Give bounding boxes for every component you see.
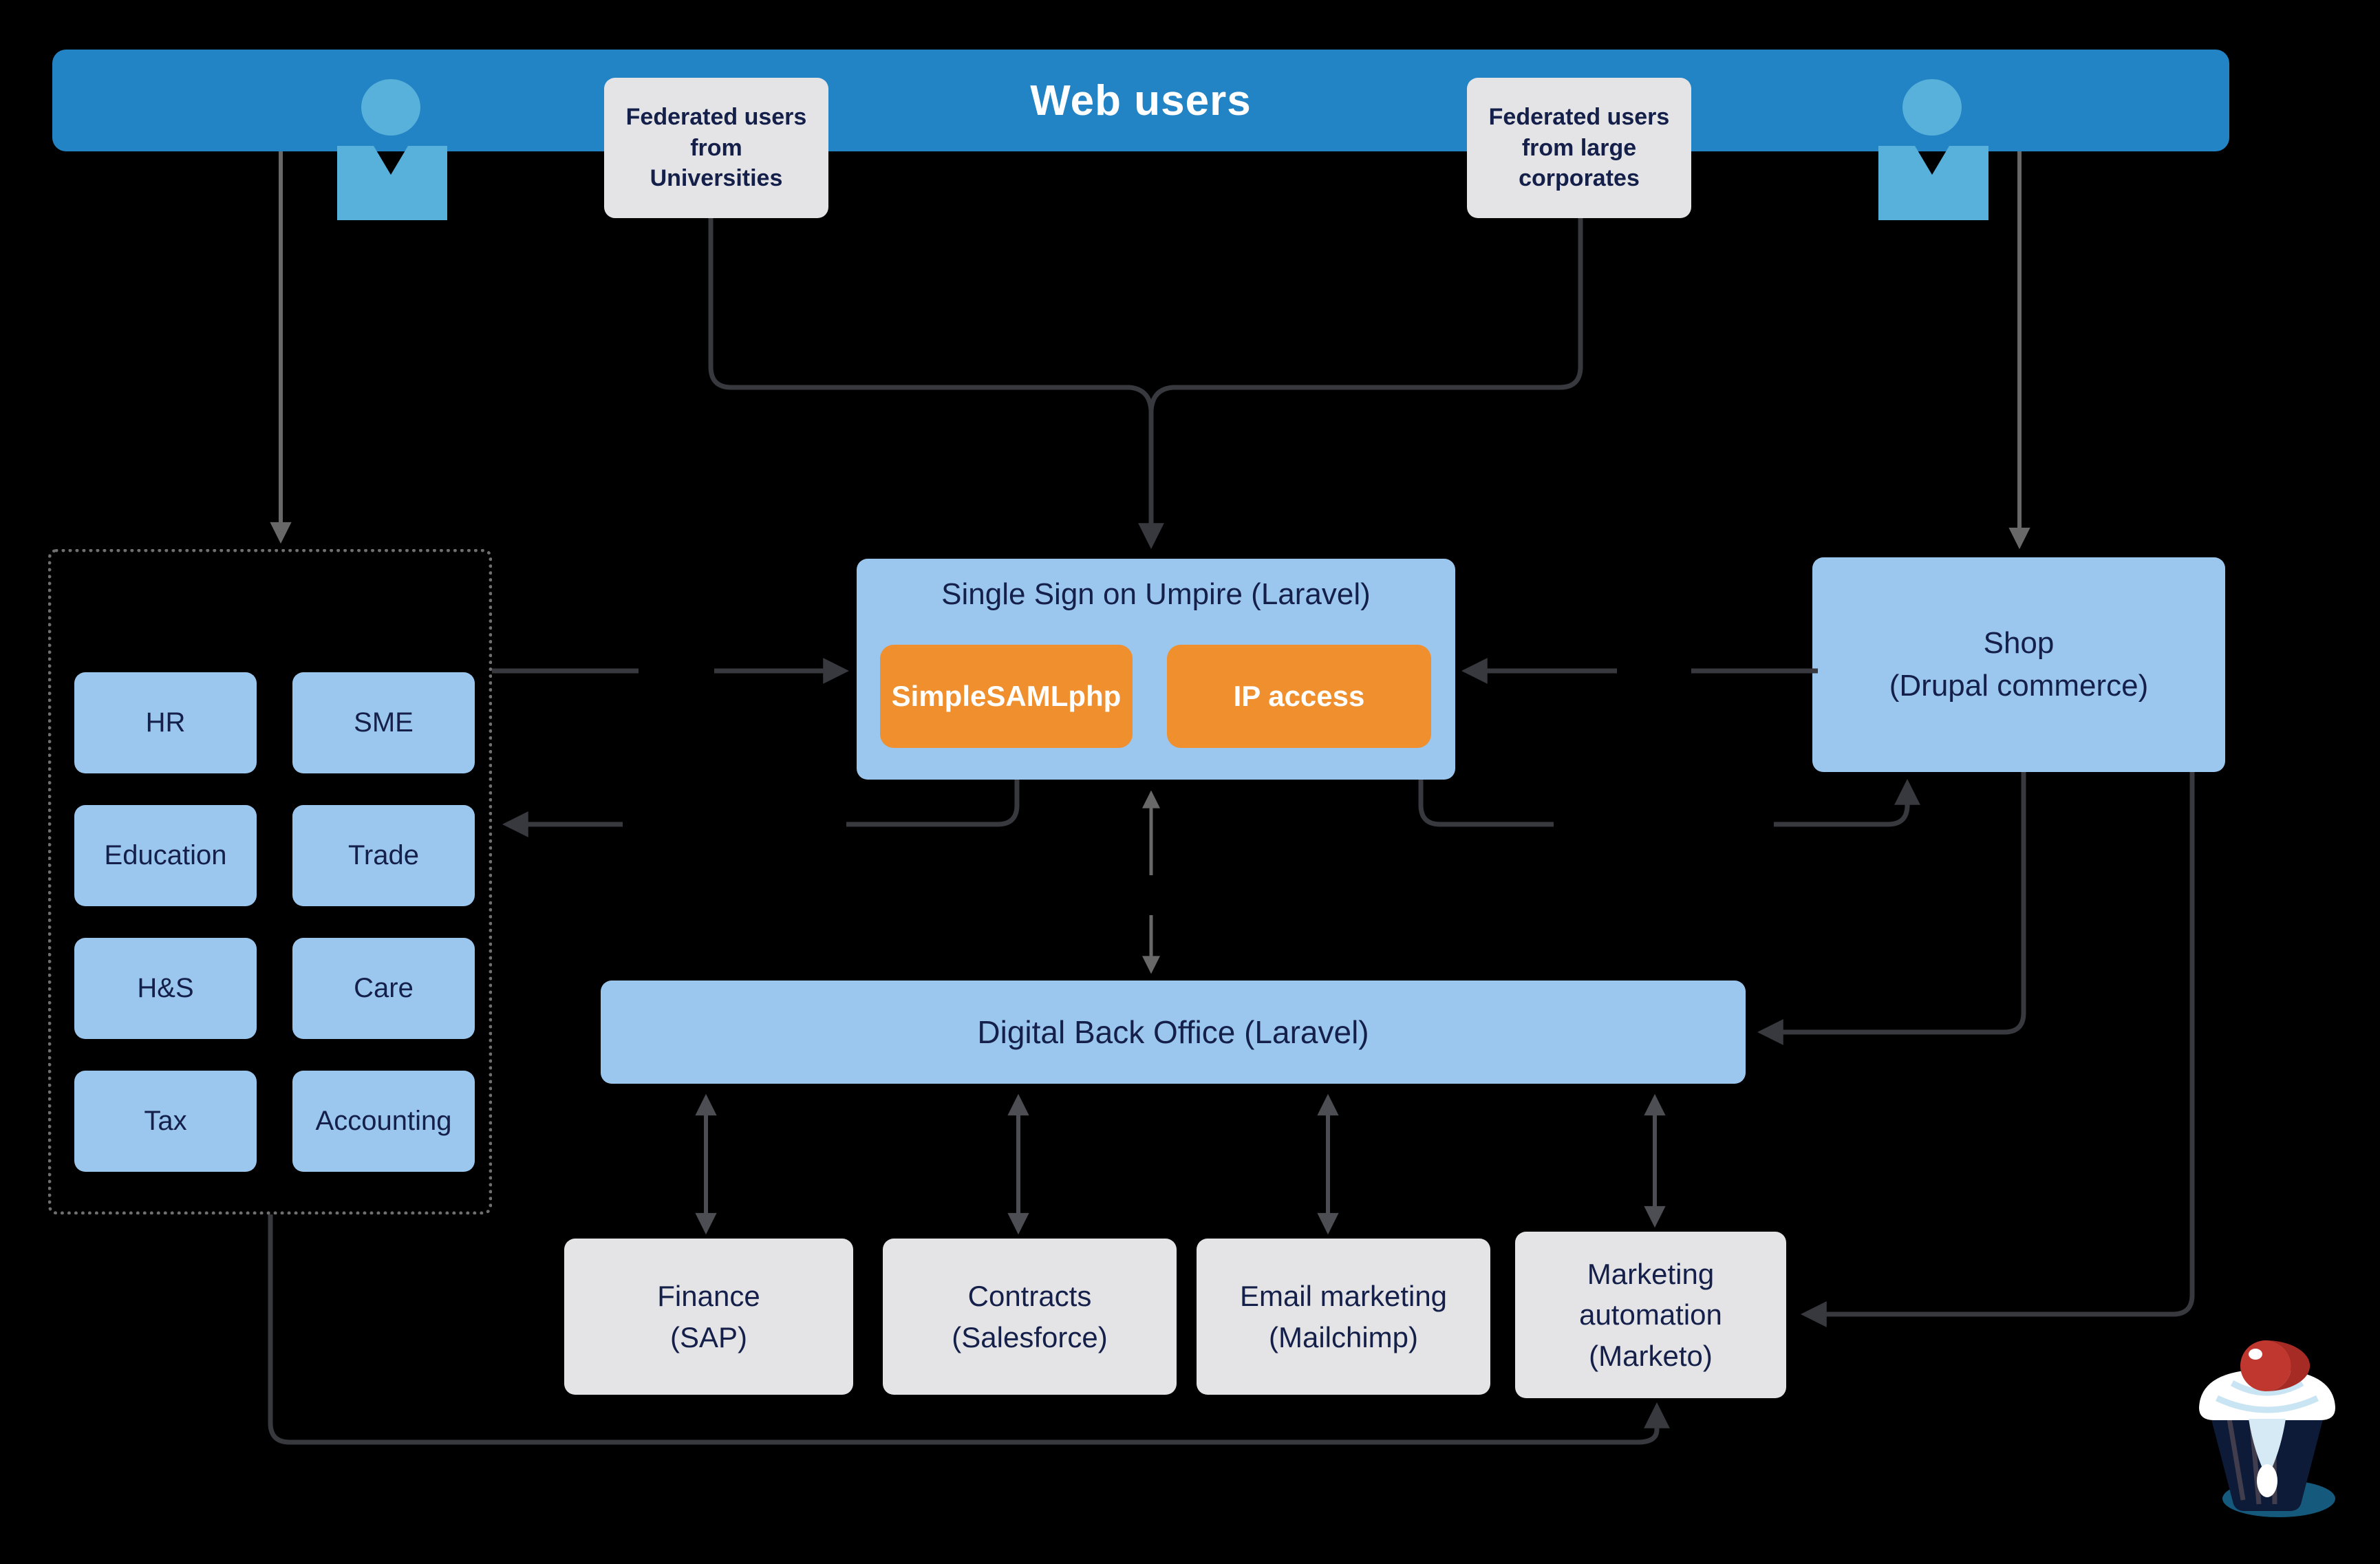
system-marketing-automation: Marketing automation (Marketo) (1515, 1232, 1786, 1398)
banner-title: Web users (1030, 76, 1252, 125)
system-platform: (Mailchimp) (1268, 1320, 1418, 1353)
dept-label: Care (354, 973, 414, 1003)
system-name: Contracts (967, 1279, 1092, 1312)
dbo-systems-double-arrows (695, 1093, 1666, 1235)
module-label: SimpleSAMLphp (891, 680, 1122, 712)
dept-label: Accounting (315, 1106, 452, 1136)
sso-title: Single Sign on Umpire (Laravel) (941, 577, 1371, 611)
dept-label: H&S (137, 973, 194, 1003)
system-contracts: Contracts (Salesforce) (883, 1239, 1177, 1395)
shop-name: Shop (1983, 625, 2055, 660)
dept-label: Trade (347, 840, 419, 870)
departments-group (48, 549, 492, 1214)
sso-module-simplesamlphp: SimpleSAMLphp (880, 645, 1133, 748)
system-platform: (Salesforce) (952, 1320, 1108, 1353)
system-platform: (SAP) (669, 1320, 747, 1353)
dbo-label: Digital Back Office (Laravel) (977, 1014, 1369, 1050)
dept-sme: SME (292, 672, 475, 773)
federated-universities-label: Federated users from Universities (625, 103, 807, 192)
federated-corporates-card: Federated users from large corporates (1467, 78, 1691, 218)
dept-accounting: Accounting (292, 1071, 475, 1172)
system-name: Finance (657, 1279, 760, 1312)
system-email-marketing: Email marketing (Mailchimp) (1197, 1239, 1490, 1395)
dept-label: Education (104, 840, 227, 870)
dept-hs: H&S (74, 938, 257, 1039)
dept-label: SME (354, 707, 414, 738)
dept-label: Tax (144, 1106, 187, 1136)
federated-merge-arrow (708, 218, 1583, 550)
system-name: Marketing automation (1579, 1257, 1722, 1331)
dept-trade: Trade (292, 805, 475, 906)
shop-box: Shop (Drupal commerce) (1812, 557, 2225, 772)
dept-care: Care (292, 938, 475, 1039)
shop-platform: (Drupal commerce) (1889, 669, 2149, 703)
dept-tax: Tax (74, 1071, 257, 1172)
federated-universities-card: Federated users from Universities (604, 78, 828, 218)
shop-downstream-arrows (1757, 772, 2195, 1327)
user-flow-arrows (270, 151, 2030, 550)
federated-corporates-label: Federated users from large corporates (1488, 103, 1670, 192)
dept-education: Education (74, 805, 257, 906)
digital-back-office-box: Digital Back Office (Laravel) (601, 981, 1746, 1084)
cupcake-logo (2199, 1340, 2335, 1517)
system-name: Email marketing (1239, 1279, 1448, 1312)
sso-module-ip-access: IP access (1167, 645, 1431, 748)
dept-hr: HR (74, 672, 257, 773)
system-finance: Finance (SAP) (564, 1239, 853, 1395)
system-platform: (Marketo) (1589, 1339, 1713, 1372)
web-users-banner: Web users (52, 50, 2229, 151)
sso-box: Single Sign on Umpire (Laravel) SimpleSA… (857, 559, 1455, 780)
dept-label: HR (145, 707, 186, 738)
module-label: IP access (1233, 680, 1365, 712)
